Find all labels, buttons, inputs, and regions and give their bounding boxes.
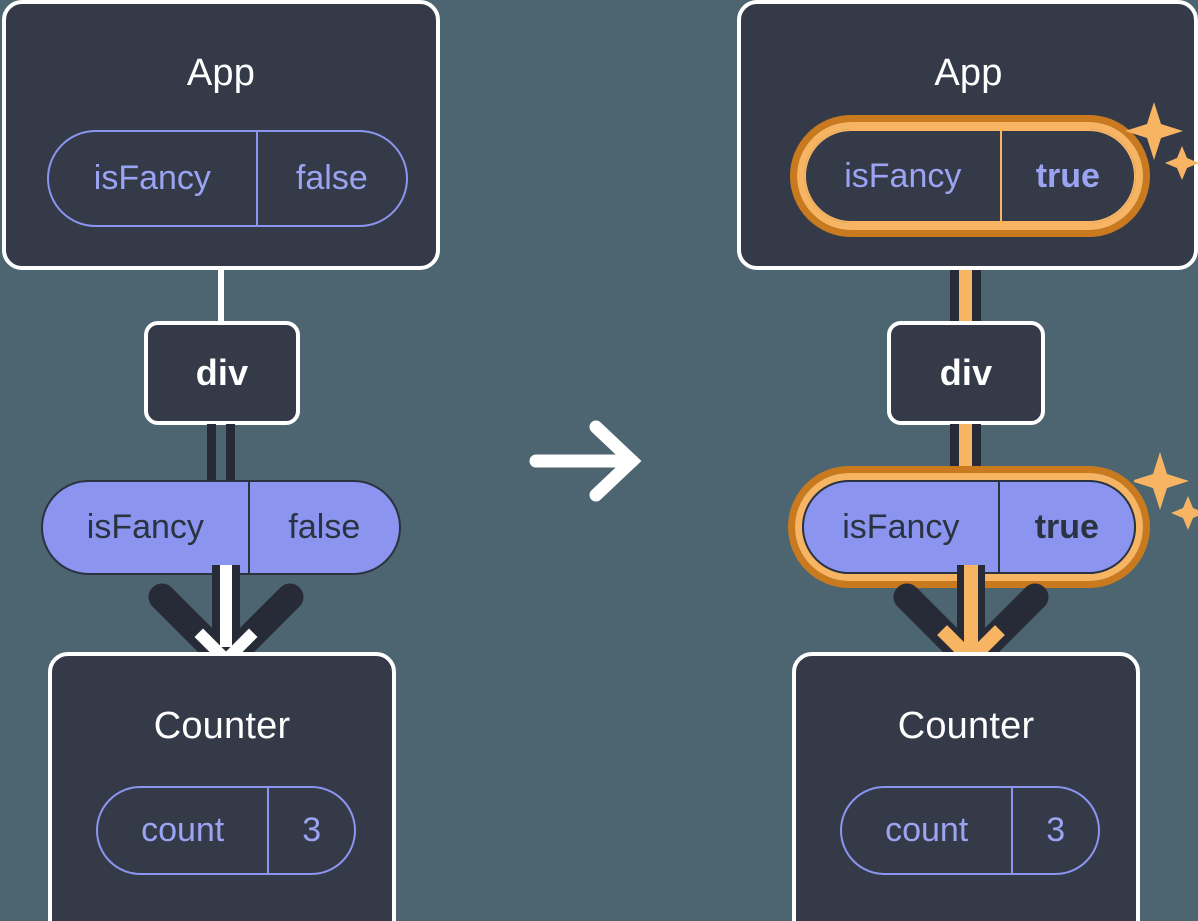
left-app-state-key: isFancy (93, 159, 211, 197)
right-counter-state-value: 3 (1011, 788, 1098, 873)
left-div-card: div (144, 321, 300, 425)
left-counter-state-pill: count 3 (96, 786, 356, 875)
left-props-key: isFancy (86, 508, 204, 546)
right-counter-card: Counter count 3 (792, 652, 1140, 921)
left-div-title: div (195, 352, 249, 393)
left-props-value: false (247, 482, 399, 573)
right-app-state-pill: isFancy true (804, 129, 1136, 223)
right-counter-state-pill: count 3 (840, 786, 1100, 875)
left-connector-app-to-div (218, 268, 224, 322)
right-props-key: isFancy (842, 507, 960, 546)
right-app-state-highlight-ring (790, 115, 1150, 237)
right-app-title: App (934, 52, 1003, 94)
right-props-pill: isFancy true (802, 480, 1136, 574)
left-app-title: App (186, 52, 256, 94)
left-counter-title: Counter (153, 705, 291, 747)
right-app-state-value: true (999, 131, 1134, 221)
left-arrow-props-to-counter (148, 565, 304, 673)
left-connector-div-to-props-a (207, 424, 216, 486)
right-sparkles-top-icon (1125, 102, 1198, 180)
transition-arrow-icon (529, 420, 642, 502)
left-counter-state-value: 3 (267, 788, 354, 873)
left-connector-div-to-props-b (226, 424, 235, 486)
right-connector-div-to-props-dark-a (950, 424, 959, 486)
right-sparkles-mid-icon (1134, 452, 1198, 530)
right-counter-state-key: count (885, 811, 969, 849)
left-counter-card: Counter count 3 (48, 652, 396, 921)
left-app-state-pill: isFancy false (47, 130, 408, 227)
left-app-card: App isFancy false (2, 0, 440, 270)
right-counter-title: Counter (897, 705, 1035, 747)
left-props-pill: isFancy false (41, 480, 401, 575)
right-arrow-props-to-counter (893, 565, 1049, 673)
left-counter-state-key: count (141, 811, 225, 849)
right-props-value: true (997, 482, 1134, 572)
right-div-card: div (887, 321, 1045, 425)
right-connector-div-to-props-dark-b (972, 424, 981, 486)
right-div-title: div (939, 352, 993, 393)
right-app-state-key: isFancy (844, 156, 962, 195)
left-app-state-value: false (255, 132, 406, 225)
right-app-state-highlight-ring-inner (797, 122, 1143, 230)
